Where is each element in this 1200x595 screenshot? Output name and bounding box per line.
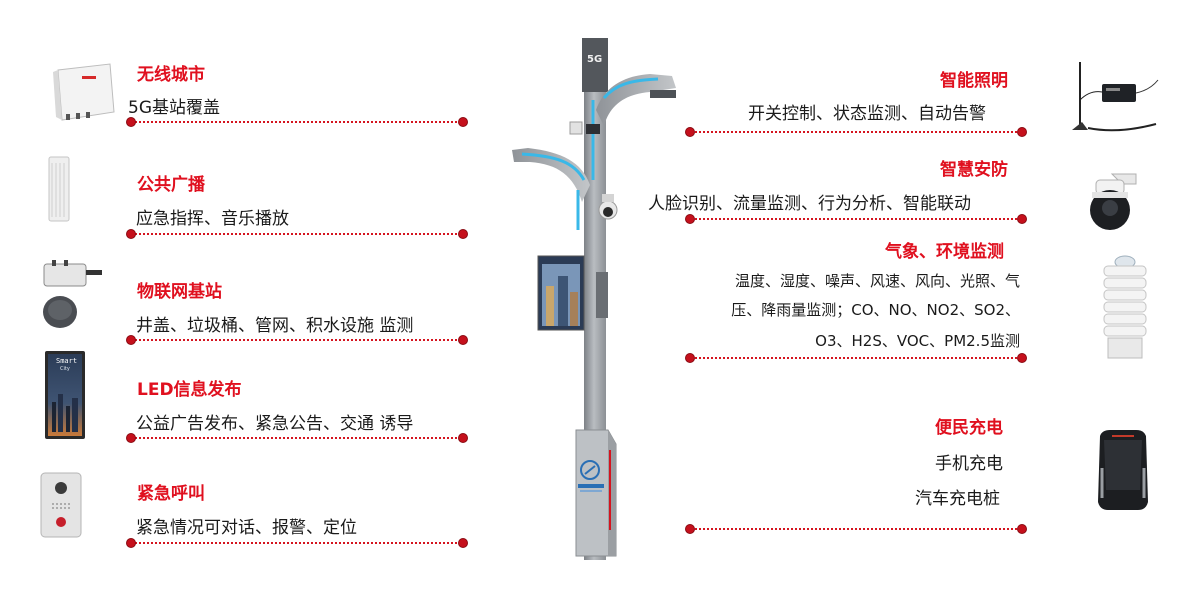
left-title-wireless-city: 无线城市 <box>137 65 205 85</box>
divider-dot <box>686 525 694 533</box>
iot-sensor-puck-device <box>40 294 80 330</box>
divider-dot <box>459 336 467 344</box>
divider-dot <box>127 434 135 442</box>
dome-camera-device <box>1082 172 1138 234</box>
right-title-ev-charging: 便民充电 <box>935 418 1003 438</box>
left-desc-public-broadcast: 应急指挥、音乐播放 <box>136 209 289 229</box>
divider-dot <box>127 539 135 547</box>
left-desc-emergency-call: 紧急情况可对话、报警、定位 <box>136 518 357 538</box>
divider-dot <box>127 118 135 126</box>
right-desc-smart-lighting: 开关控制、状态监测、自动告警 <box>748 104 986 124</box>
divider-ev-charging <box>691 528 1025 530</box>
left-title-led-info: LED信息发布 <box>137 380 242 400</box>
iot-gateway-device <box>38 258 106 290</box>
left-title-iot-station: 物联网基站 <box>137 282 222 302</box>
led-screen-title: Smart <box>56 357 78 365</box>
divider-dot <box>1018 215 1026 223</box>
divider-dot <box>686 354 694 362</box>
led-display-device: Smart City <box>44 350 86 440</box>
ev-charger-device <box>1094 428 1152 512</box>
divider-wireless-city <box>131 121 465 123</box>
divider-public-broadcast <box>131 233 465 235</box>
right-weather-line-1: 温度、湿度、噪声、风速、风向、光照、气 <box>734 272 1020 290</box>
divider-dot <box>1018 525 1026 533</box>
right-title-smart-security: 智慧安防 <box>940 160 1008 180</box>
5g-base-station-device <box>52 62 118 124</box>
divider-dot <box>459 434 467 442</box>
emergency-intercom-device <box>40 472 82 538</box>
divider-dot <box>459 118 467 126</box>
divider-led-info <box>131 437 465 439</box>
divider-smart-security <box>691 218 1025 220</box>
divider-emergency-call <box>131 542 465 544</box>
divider-dot <box>127 336 135 344</box>
right-title-smart-lighting: 智能照明 <box>940 71 1008 91</box>
divider-dot <box>1018 128 1026 136</box>
weather-station-device <box>1094 252 1156 362</box>
left-desc-wireless-city: 5G基站覆盖 <box>128 98 220 118</box>
divider-dot <box>686 128 694 136</box>
divider-smart-lighting <box>691 131 1025 133</box>
divider-dot <box>1018 354 1026 362</box>
divider-weather-monitoring <box>691 357 1025 359</box>
divider-dot <box>127 230 135 238</box>
right-desc-smart-security: 人脸识别、流量监测、行为分析、智能联动 <box>648 194 971 214</box>
divider-dot <box>459 230 467 238</box>
smart-pole-illustration: 5G <box>500 30 690 560</box>
right-weather-line-2: 压、降雨量监测；CO、NO、NO2、SO2、 <box>731 301 1020 319</box>
right-weather-line-3: O3、H2S、VOC、PM2.5监测 <box>815 332 1020 350</box>
left-title-emergency-call: 紧急呼叫 <box>137 484 205 504</box>
left-desc-led-info: 公益广告发布、紧急公告、交通 诱导 <box>136 414 414 434</box>
divider-dot <box>686 215 694 223</box>
left-desc-iot-station: 井盖、垃圾桶、管网、积水设施 监测 <box>136 316 414 336</box>
pole-5g-badge: 5G <box>587 54 603 65</box>
lighting-controller-device <box>1068 60 1164 138</box>
left-title-public-broadcast: 公共广播 <box>137 175 205 195</box>
divider-iot-station <box>131 339 465 341</box>
right-charging-item-phone: 手机充电 <box>935 454 1003 474</box>
loudspeaker-column-device <box>44 155 74 223</box>
right-title-weather-monitoring: 气象、环境监测 <box>885 242 1004 262</box>
led-screen-subtitle: City <box>60 366 70 372</box>
divider-dot <box>459 539 467 547</box>
right-charging-item-car: 汽车充电桩 <box>915 489 1000 509</box>
